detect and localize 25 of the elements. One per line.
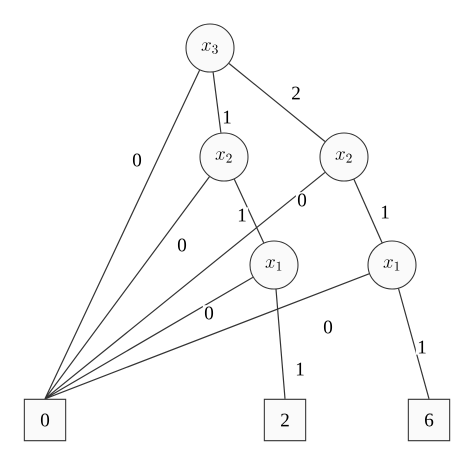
edge-label: 0	[130, 152, 144, 168]
edge-label: 0	[176, 237, 188, 253]
edge	[228, 63, 326, 142]
edge	[44, 276, 254, 400]
terminal-box: 2	[264, 398, 306, 442]
edge	[44, 273, 370, 400]
edge	[44, 176, 210, 400]
edge-label: 1	[220, 109, 234, 125]
edge-label: 2	[290, 85, 302, 101]
edge	[44, 172, 326, 400]
edge-label: 1	[416, 339, 428, 355]
edge	[398, 288, 430, 399]
edge	[353, 179, 383, 243]
edge-label: 0	[296, 192, 308, 208]
edge	[275, 289, 286, 399]
edge	[44, 70, 200, 400]
edge	[212, 72, 222, 133]
terminal-box: 0	[24, 398, 66, 442]
edge	[234, 179, 264, 243]
edge-label: 0	[322, 319, 334, 335]
edge-label: 1	[378, 204, 392, 220]
terminal-box: 6	[408, 398, 450, 442]
edge-label: 1	[236, 207, 248, 223]
edge-label: 1	[294, 361, 306, 377]
edge-label: 0	[202, 305, 216, 321]
